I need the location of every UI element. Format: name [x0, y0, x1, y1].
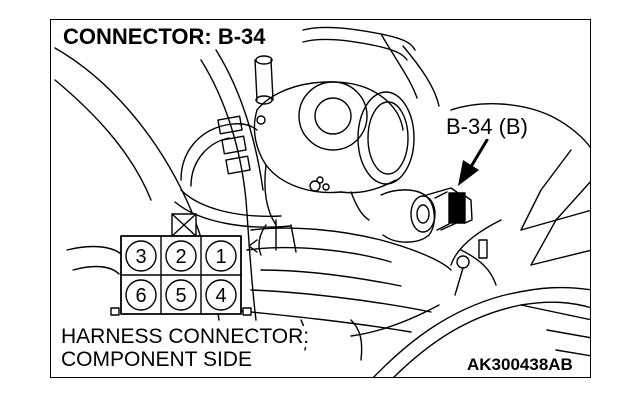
upper-hoses: [254, 26, 440, 107]
caption-line-2: COMPONENT SIDE: [59, 348, 254, 371]
engine-line-drawing: 3 2 1 6 5 4: [54, 26, 590, 377]
pin-1-label: 1: [215, 246, 226, 268]
diagram-title: CONNECTOR: B-34: [61, 25, 269, 49]
diagram-frame: 3 2 1 6 5 4 CONNECTOR: B-34 B-34 (B) HAR…: [50, 19, 591, 378]
connector-face: [110, 213, 252, 316]
pin-4-label: 4: [215, 285, 226, 307]
sensor-connector: [380, 187, 473, 243]
throttle-body: [253, 81, 415, 226]
pin-3-label: 3: [135, 246, 146, 268]
callout-arrow: [458, 138, 489, 186]
pin-2-label: 2: [175, 246, 186, 268]
pin-6-label: 6: [135, 285, 146, 307]
connector-pin-labels: 3 2 1 6 5 4: [135, 246, 226, 307]
caption-leader: [350, 304, 440, 337]
caption-line-1: HARNESS CONNECTOR:: [59, 325, 312, 348]
wire-harness: [174, 115, 297, 253]
lower-engine-lines: [230, 224, 452, 361]
fender-lines: [372, 103, 590, 377]
connector-callout-label: B-34 (B): [444, 114, 530, 139]
pin-5-label: 5: [175, 285, 186, 307]
figure-code: AK300438AB: [467, 355, 573, 374]
